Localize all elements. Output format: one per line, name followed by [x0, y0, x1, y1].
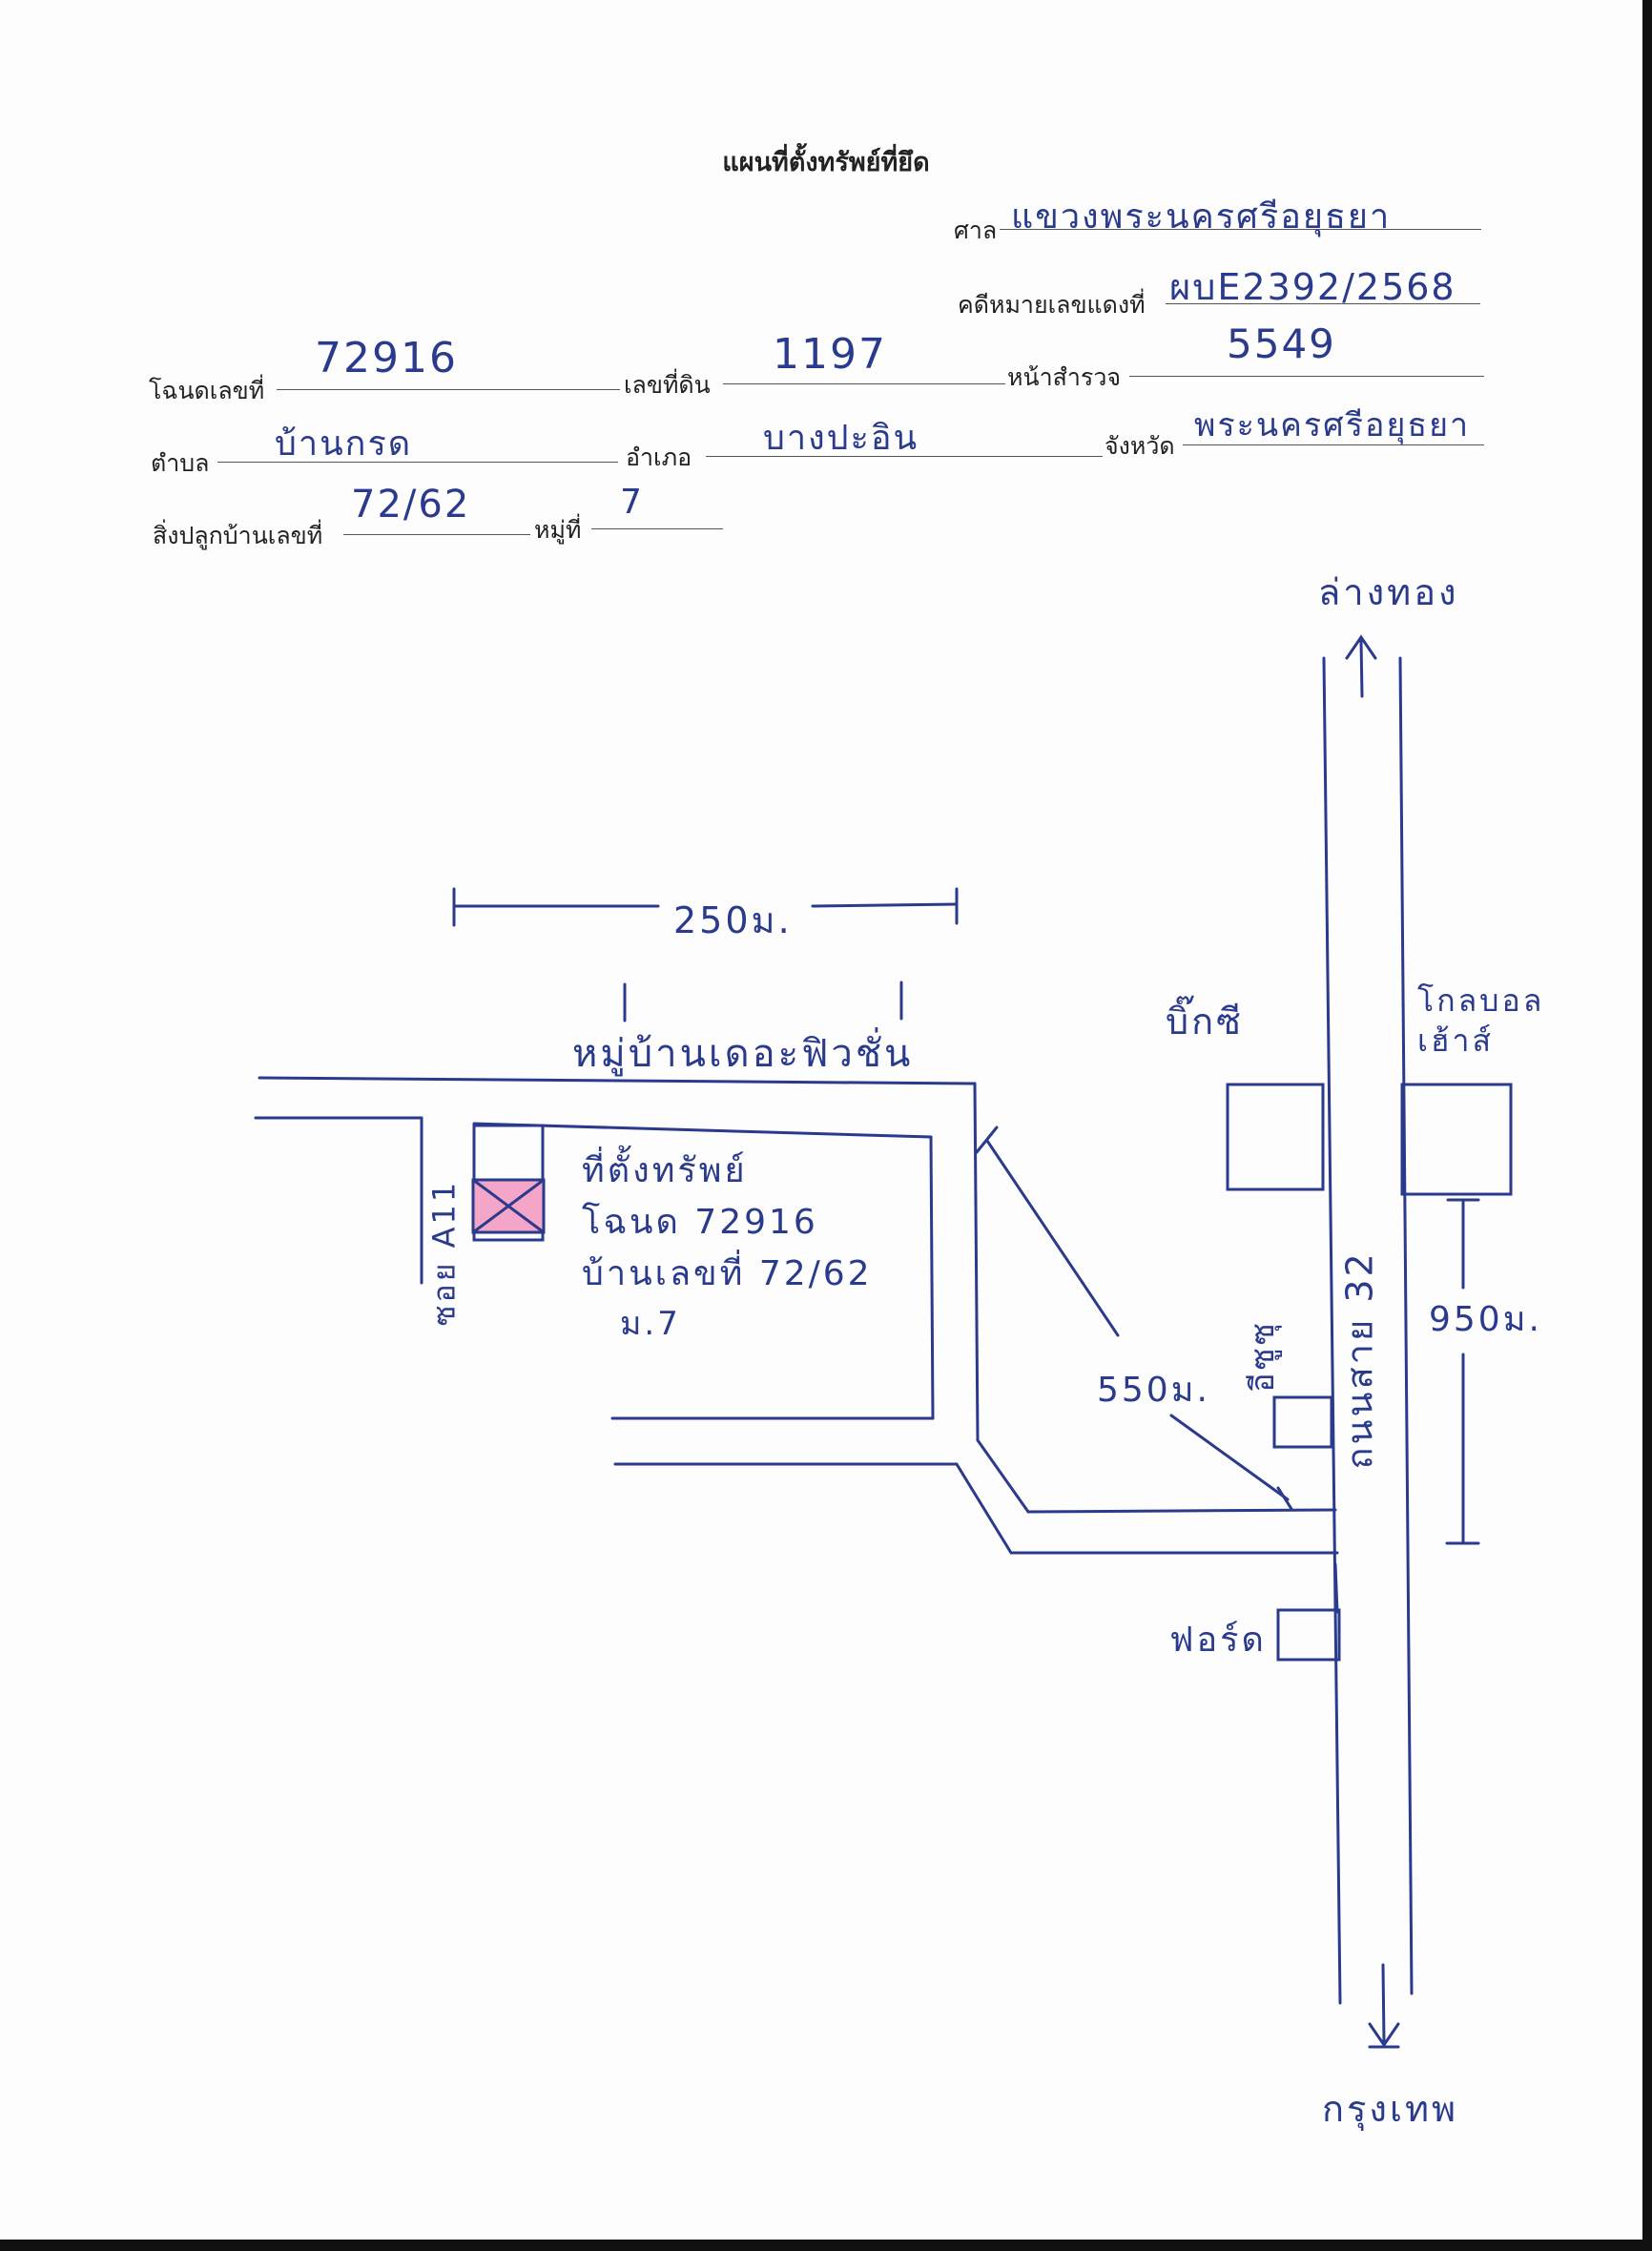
subdistrict-value: บ้านกรด	[275, 424, 413, 464]
deed-value: 72916	[315, 334, 458, 382]
dim-diag-lower	[1169, 1414, 1290, 1501]
north-destination-label: ล่างทอง	[1318, 571, 1459, 613]
dim-diag-lower-tick	[1276, 1486, 1293, 1511]
moo-underline	[591, 528, 723, 529]
land-no-underline	[723, 383, 1005, 384]
district-value: บางปะอิน	[763, 419, 919, 458]
court-label: ศาล	[954, 217, 998, 244]
subdistrict-underline	[217, 462, 618, 463]
south-destination-label: กรุงเทพ	[1322, 2088, 1459, 2130]
dim-top-line-right	[811, 902, 959, 908]
house-underline	[343, 534, 530, 535]
survey-underline	[1129, 376, 1484, 377]
global-house-building	[1400, 1083, 1513, 1196]
isuzu-label: อีซูซุ	[1244, 1320, 1282, 1393]
deed-underline	[277, 389, 620, 390]
village-road-bottom-right	[472, 1122, 933, 1139]
case-value: ผบE2392/2568	[1169, 266, 1456, 308]
province-value: พระนครศรีอยุธยา	[1194, 406, 1471, 444]
survey-label: หน้าสำรวจ	[1007, 363, 1122, 391]
district-underline	[706, 456, 1103, 457]
distance-right-label: 950ม.	[1429, 1300, 1542, 1339]
village-road-top	[258, 1076, 977, 1085]
access-road-curve-lower	[955, 1462, 1013, 1555]
land-no-value: 1197	[773, 330, 887, 379]
survey-value: 5549	[1227, 320, 1336, 367]
page-title: แผนที่ตั้งทรัพย์ที่ยึด	[722, 148, 930, 177]
moo-label: หมู่ที่	[534, 516, 582, 544]
village-inner-right-edge	[929, 1135, 935, 1420]
property-line-1: ที่ตั้งทรัพย์	[582, 1151, 748, 1190]
access-road-curve-upper	[976, 1438, 1030, 1514]
big-c-building	[1226, 1083, 1325, 1191]
village-outer-right-edge	[973, 1082, 980, 1442]
scan-edge-bottom	[0, 2240, 1652, 2251]
soi-label: ซอย A11	[425, 1179, 463, 1327]
south-arrow-shaft	[1381, 1963, 1386, 2043]
big-c-label: บิ๊กซี	[1166, 1001, 1244, 1043]
property-line-3: บ้านเลขที่ 72/62	[582, 1254, 873, 1293]
dim-diag-upper-tick	[975, 1126, 999, 1154]
access-road-upper	[1026, 1508, 1337, 1514]
ford-label: ฟอร์ด	[1169, 1621, 1267, 1660]
house-value: 72/62	[351, 483, 471, 527]
scan-edge-right	[1642, 0, 1652, 2251]
moo-value: 7	[620, 483, 644, 522]
district-label: อำเภอ	[626, 444, 692, 471]
north-arrow-shaft	[1359, 639, 1364, 698]
distance-top-label: 250ม.	[673, 899, 793, 941]
case-label: คดีหมายเลขแดงที่	[958, 291, 1146, 319]
village-label: หมู่บ้านเดอะฟิวชั่น	[572, 1032, 914, 1076]
dim-diag-upper	[985, 1139, 1120, 1337]
highway-label: ถนนสาย 32	[1338, 1250, 1381, 1470]
house-label: สิ่งปลูกบ้านเลขที่	[153, 522, 323, 549]
land-no-label: เลขที่ดิน	[624, 371, 711, 399]
ford-tick	[1333, 1562, 1339, 1614]
case-underline	[1166, 303, 1480, 304]
north-arrow-head	[1345, 634, 1377, 660]
subdistrict-label: ตำบล	[151, 449, 210, 477]
distance-diag-label: 550ม.	[1097, 1371, 1210, 1410]
highway-right-edge	[1398, 656, 1414, 1995]
property-line-4: ม.7	[620, 1305, 681, 1343]
highway-left-edge	[1322, 656, 1342, 2005]
province-underline	[1183, 444, 1484, 445]
south-arrow-head	[1368, 2022, 1400, 2048]
court-value: แขวงพระนครศรีอยุธยา	[1011, 197, 1392, 237]
court-underline	[1000, 229, 1481, 230]
property-marker-cross-2	[472, 1178, 545, 1234]
isuzu-building	[1272, 1395, 1333, 1449]
property-line-2: โฉนด 72916	[582, 1203, 818, 1242]
ford-building	[1276, 1608, 1341, 1662]
global-house-label: โกลบอลเฮ้าส์	[1417, 982, 1545, 1059]
deed-label: โฉนดเลขที่	[149, 377, 265, 404]
province-label: จังหวัด	[1105, 432, 1175, 460]
